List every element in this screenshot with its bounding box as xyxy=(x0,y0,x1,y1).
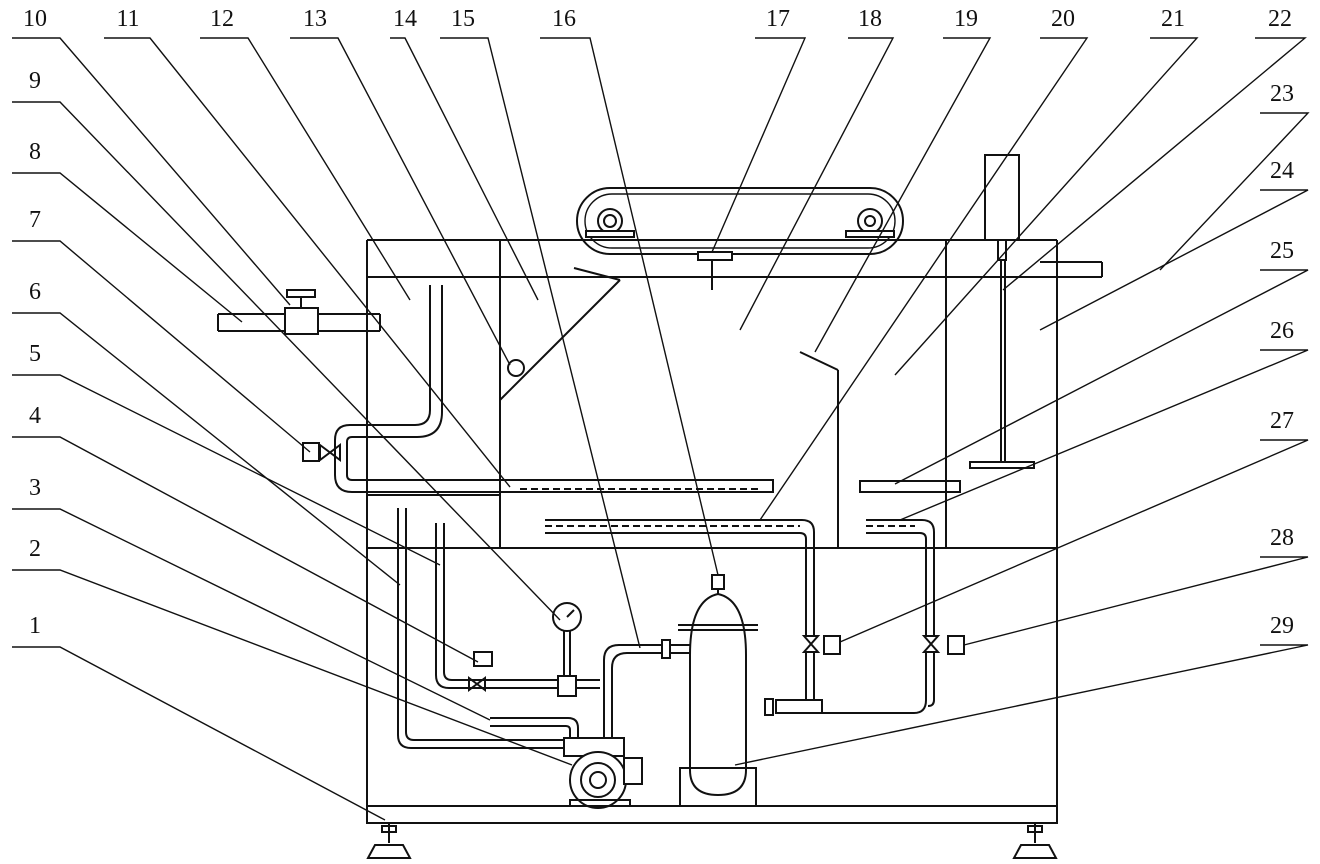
label-2: 2 xyxy=(29,536,41,562)
label-9: 9 xyxy=(29,68,41,94)
label-11: 11 xyxy=(116,6,139,32)
inlet-pipe xyxy=(217,313,381,332)
release-pipe-20 xyxy=(545,519,815,635)
suction-pipes xyxy=(397,508,600,749)
label-29: 29 xyxy=(1270,613,1294,639)
label-18: 18 xyxy=(858,6,882,32)
label-12: 12 xyxy=(210,6,234,32)
label-26: 26 xyxy=(1270,318,1294,344)
label-19: 19 xyxy=(954,6,978,32)
label-24: 24 xyxy=(1270,158,1294,184)
inlet-valve xyxy=(284,289,319,335)
label-28: 28 xyxy=(1270,525,1294,551)
label-3: 3 xyxy=(29,475,41,501)
left-return-pipe xyxy=(334,285,774,493)
label-15: 15 xyxy=(451,6,475,32)
valve-28 xyxy=(921,635,965,655)
stirrer xyxy=(969,154,1035,469)
tank-frame xyxy=(366,239,1058,824)
sludge-shelf xyxy=(859,480,961,493)
label-14: 14 xyxy=(393,6,417,32)
pressure-gauge xyxy=(552,602,582,697)
label-16: 16 xyxy=(552,6,576,32)
label-17: 17 xyxy=(766,6,790,32)
label-25: 25 xyxy=(1270,238,1294,264)
foot-left xyxy=(366,823,412,859)
label-27: 27 xyxy=(1270,408,1294,434)
label-5: 5 xyxy=(29,341,41,367)
valve-27 xyxy=(801,635,841,655)
release-pipe-26 xyxy=(866,519,935,635)
label-1: 1 xyxy=(29,613,41,639)
inclined-plate xyxy=(499,267,621,401)
label-10: 10 xyxy=(23,6,47,32)
label-21: 21 xyxy=(1161,6,1185,32)
scraper-blade xyxy=(697,251,733,290)
label-4: 4 xyxy=(29,403,41,429)
label-20: 20 xyxy=(1051,6,1075,32)
leader-lines xyxy=(12,37,1310,821)
left-valve-7 xyxy=(302,442,341,462)
label-22: 22 xyxy=(1268,6,1292,32)
pressure-vessel xyxy=(678,574,758,807)
label-13: 13 xyxy=(303,6,327,32)
header-pipes xyxy=(764,652,935,716)
float-ball xyxy=(507,359,525,377)
baffle xyxy=(799,351,839,371)
label-6: 6 xyxy=(29,279,41,305)
label-8: 8 xyxy=(29,139,41,165)
discharge-pipe xyxy=(603,639,690,738)
valve-4 xyxy=(468,651,493,692)
scraper-belt xyxy=(576,187,904,255)
foot-right xyxy=(1012,823,1058,859)
label-7: 7 xyxy=(29,207,41,233)
pump xyxy=(563,737,643,809)
outlet-pipe xyxy=(1040,261,1103,278)
part-labels: 1 2 3 4 5 6 7 8 9 10 11 12 13 14 15 16 1… xyxy=(23,6,1294,639)
label-23: 23 xyxy=(1270,81,1294,107)
